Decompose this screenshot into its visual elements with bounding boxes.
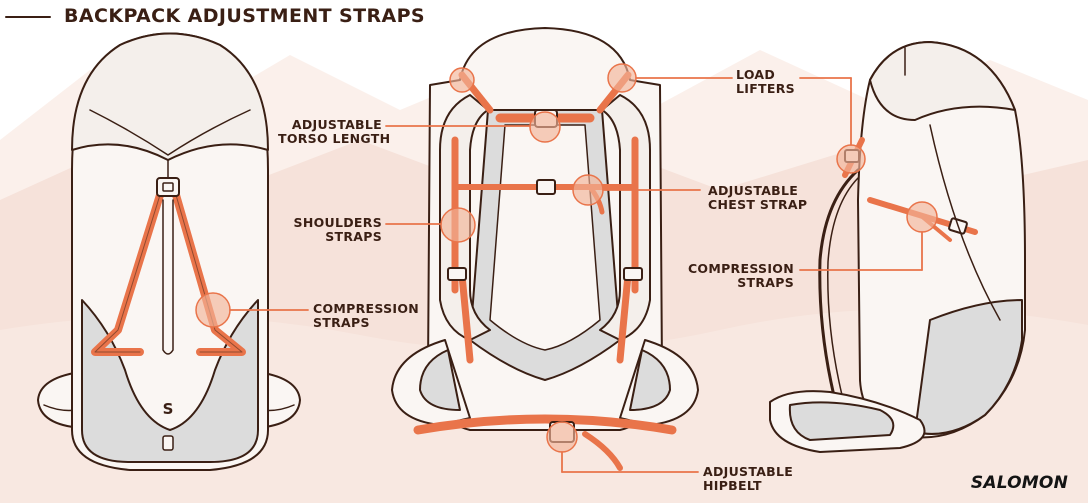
lower-strap-right: [616, 271, 632, 364]
label-line: STRAPS: [325, 229, 382, 244]
label-line: LIFTERS: [736, 81, 795, 96]
load-lifter-highlight-left: [449, 67, 475, 93]
front-pack-logo: S: [163, 400, 174, 418]
side-lid: [869, 41, 1016, 121]
front-backpack: S: [37, 32, 301, 471]
front-compression-strap-left-outline: [94, 194, 161, 353]
label-line: LOAD: [736, 67, 776, 82]
torso-highlight: [529, 111, 561, 143]
front-bottom-loop: [162, 435, 174, 451]
label-adjustable-torso-length: ADJUSTABLE TORSO LENGTH: [278, 117, 391, 146]
chest-highlight: [572, 174, 604, 206]
label-load-lifters: LOAD LIFTERS: [736, 68, 795, 96]
label-line: ADJUSTABLE: [703, 464, 794, 479]
label-shoulders-straps: SHOULDERS STRAPS: [278, 216, 382, 244]
front-lid-fold: [89, 109, 251, 156]
lower-strap-left: [458, 271, 474, 364]
side-shade-panel: [914, 299, 1023, 435]
hipbelt-tail: [582, 431, 623, 471]
shoulder-buckle-left: [447, 267, 467, 281]
label-line: ADJUSTABLE: [291, 117, 382, 132]
side-seam: [929, 124, 1001, 321]
load-lifter-highlight-right: [607, 63, 637, 93]
front-compression-strap-right-outline: [175, 194, 243, 353]
label-line: COMPRESSION: [687, 261, 794, 276]
front-pack-lid: [71, 32, 269, 161]
hipbelt-webbing: [413, 414, 677, 435]
label-compression-straps-side: COMPRESSION STRAPS: [676, 262, 794, 290]
front-top-buckle-slot: [162, 182, 174, 192]
label-compression-straps-front: COMPRESSION STRAPS: [313, 302, 419, 330]
front-top-buckle: [156, 177, 180, 197]
back-panel-inner: [489, 124, 601, 351]
back-backpack: [391, 27, 699, 471]
label-line: SHOULDERS: [293, 215, 382, 230]
side-load-lifter-highlight: [836, 144, 866, 174]
front-lower-panel: [81, 299, 259, 463]
label-line: HIPBELT: [703, 478, 762, 493]
label-line: COMPRESSION: [313, 301, 420, 316]
label-line: CHEST STRAP: [708, 197, 808, 212]
label-line: ADJUSTABLE: [708, 183, 799, 198]
side-hipbelt-pad: [788, 401, 895, 441]
back-hipbelt-pad-right: [629, 349, 671, 411]
label-line: STRAPS: [737, 275, 794, 290]
label-line: TORSO LENGTH: [278, 131, 391, 146]
back-hipbelt-pad-left: [419, 349, 461, 411]
page-title: BACKPACK ADJUSTMENT STRAPS: [64, 5, 425, 27]
shoulder-buckle-right: [623, 267, 643, 281]
side-compression-highlight: [906, 201, 938, 233]
front-compression-highlight: [195, 292, 231, 328]
side-backpack: [769, 41, 1026, 453]
label-adjustable-hipbelt: ADJUSTABLE HIPBELT: [703, 465, 793, 493]
shoulder-highlight: [440, 207, 476, 243]
chest-buckle: [536, 179, 556, 195]
hipbelt-highlight: [546, 421, 578, 453]
label-line: STRAPS: [313, 315, 370, 330]
side-strap-pad-inner: [827, 177, 859, 396]
callout-lines: [229, 77, 923, 473]
front-center-strap: [162, 199, 174, 355]
label-adjustable-chest-strap: ADJUSTABLE CHEST STRAP: [708, 184, 807, 212]
brand-logo: SALOMON: [970, 473, 1068, 493]
